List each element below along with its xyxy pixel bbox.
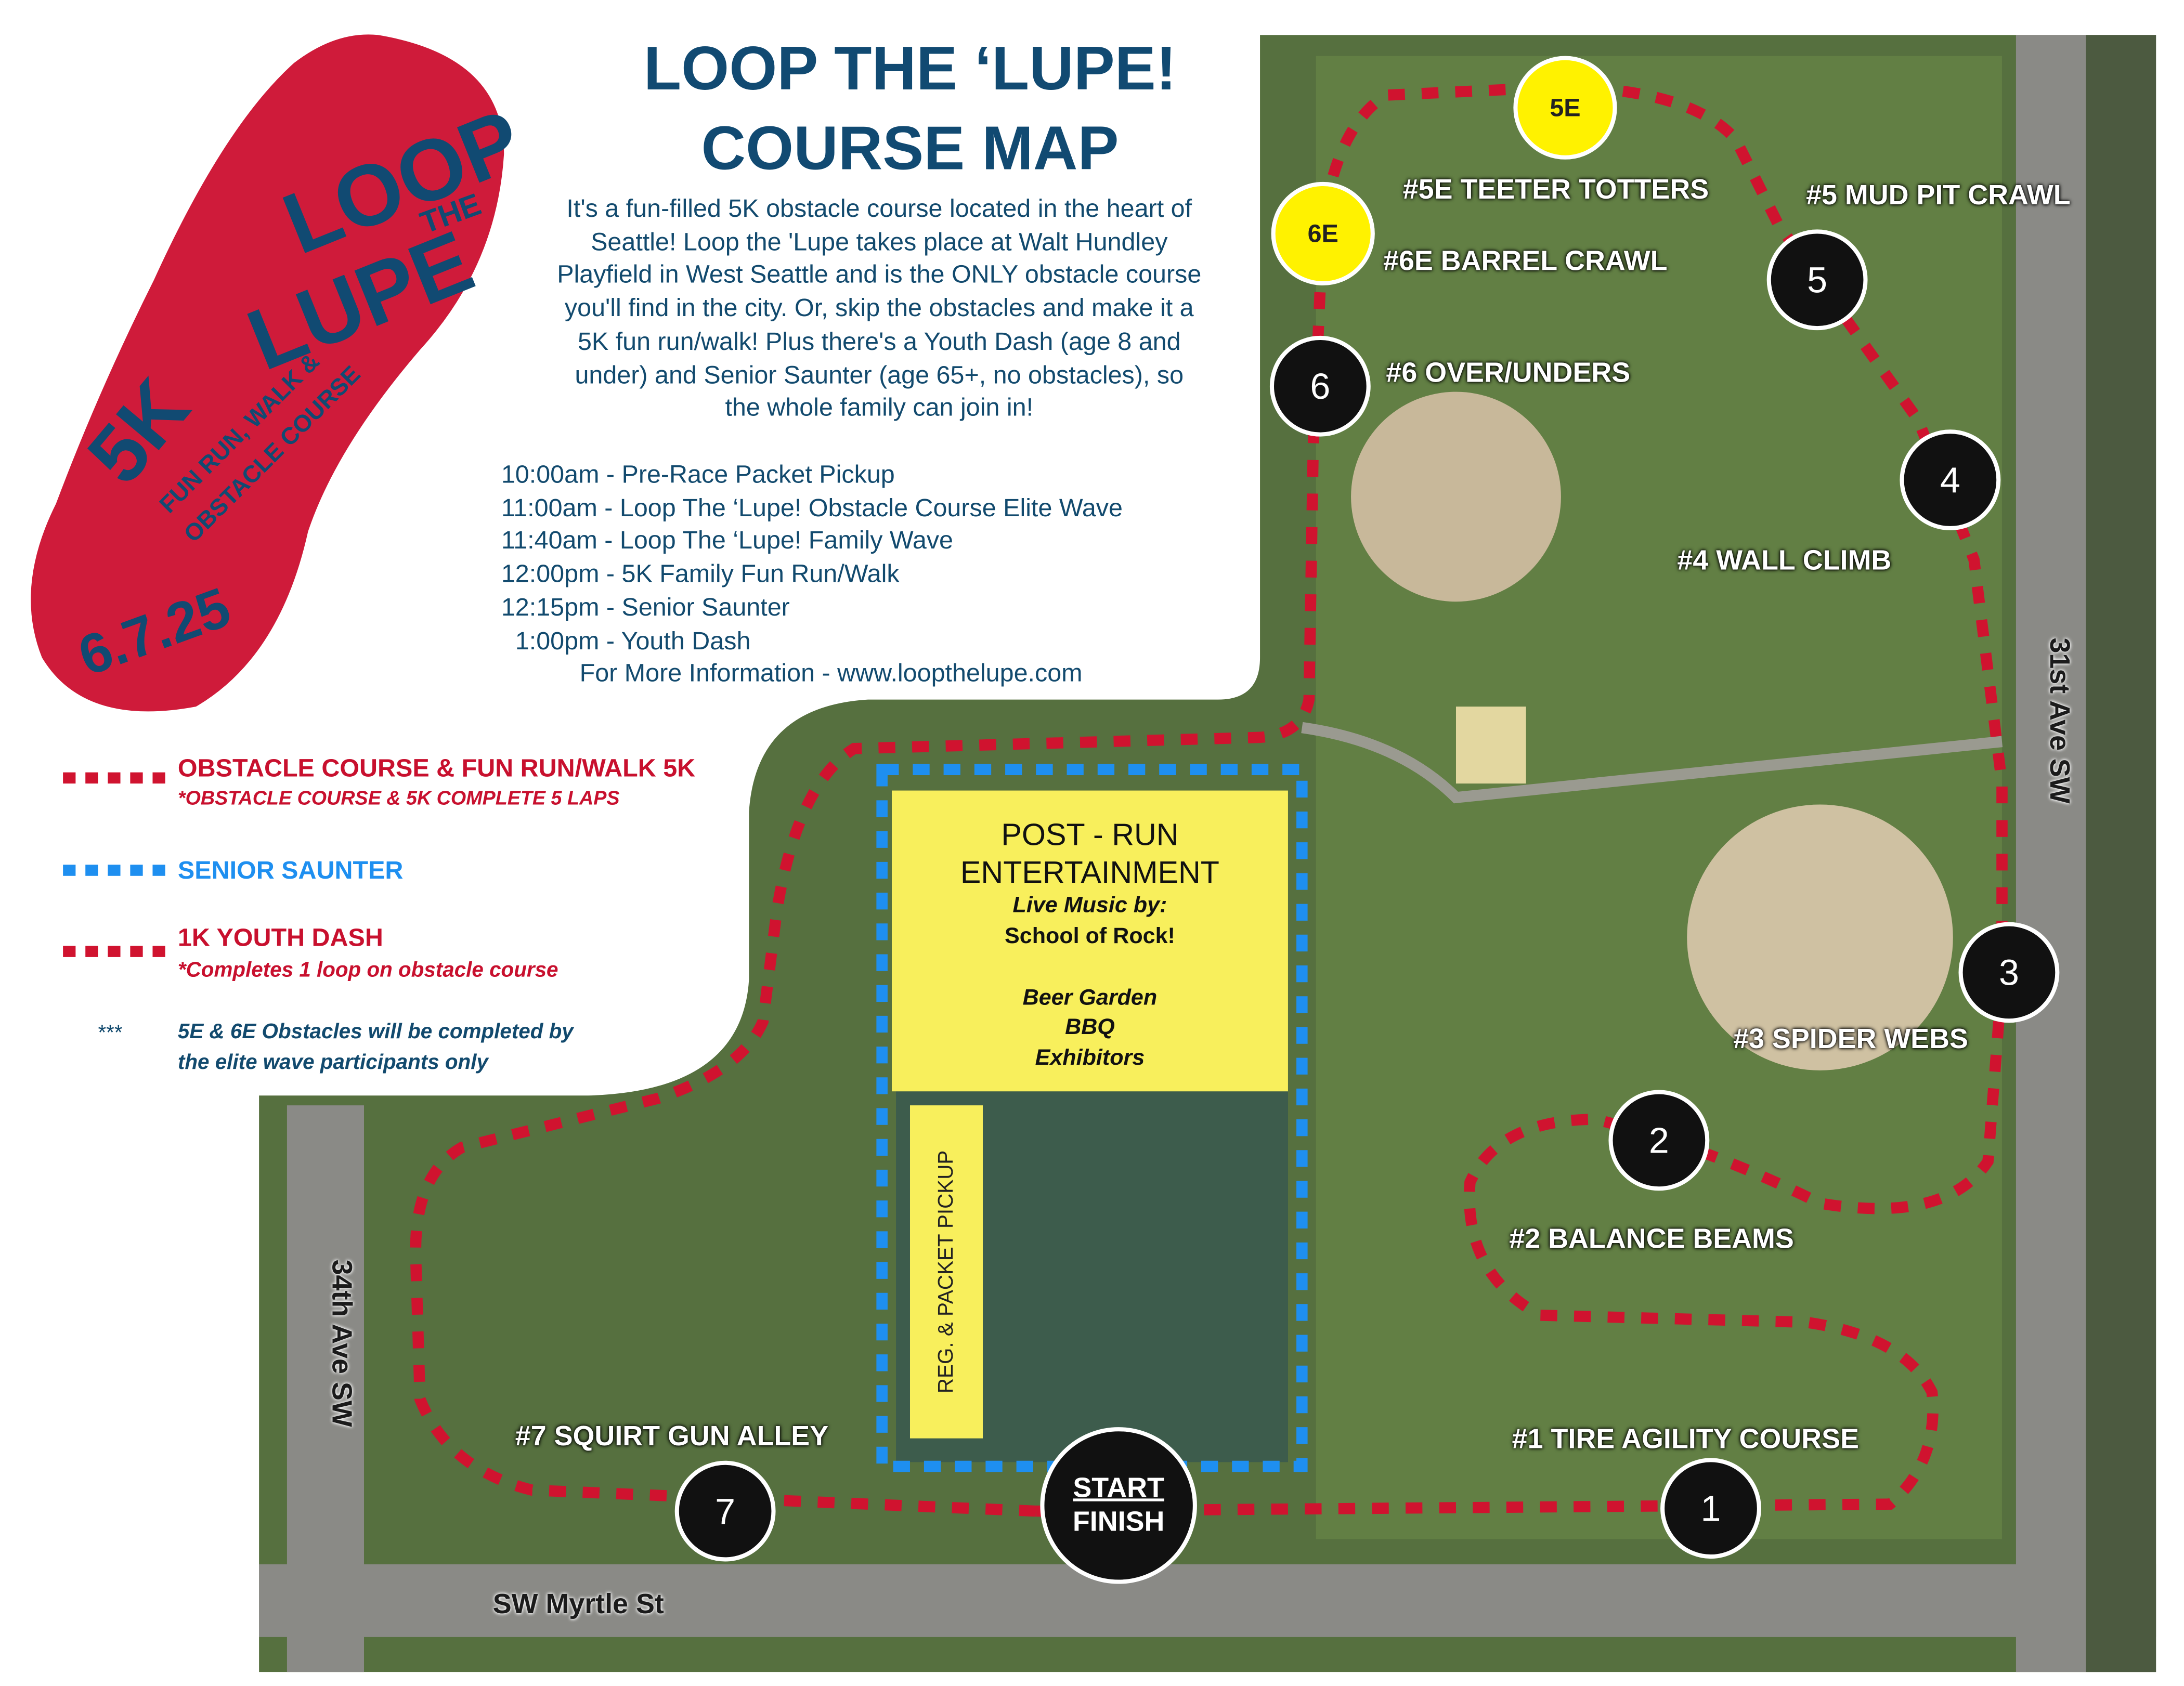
title-line1: LOOP THE ‘LUPE! xyxy=(643,35,1177,104)
shelter xyxy=(1455,707,1526,784)
legend-elite-note2: the elite wave participants only xyxy=(177,1051,488,1075)
label-6e: #6E BARREL CRAWL xyxy=(1383,246,1668,277)
street-31st: 31st Ave SW xyxy=(2043,637,2074,804)
schedule: 10:00am - Pre-Race Packet Pickup 11:00am… xyxy=(501,459,1123,691)
schedule-item: 12:15pm - Senior Saunter xyxy=(501,593,790,621)
legend-elite-note1: 5E & 6E Obstacles will be completed by xyxy=(177,1020,574,1044)
intro-line: 5K fun run/walk! Plus there's a Youth Da… xyxy=(577,327,1181,356)
schedule-item: 1:00pm - Youth Dash xyxy=(501,626,751,655)
intro-line: the whole family can join in! xyxy=(725,393,1034,422)
road-myrtle xyxy=(259,1564,2156,1637)
marker-6[interactable]: 6 xyxy=(1269,335,1371,437)
label-5: #5 MUD PIT CRAWL xyxy=(1806,180,2071,212)
label-6: #6 OVER/UNDERS xyxy=(1386,358,1631,389)
marker-2[interactable]: 2 xyxy=(1608,1090,1710,1191)
exhibitors: Exhibitors xyxy=(1035,1047,1145,1070)
live-music-band: School of Rock! xyxy=(1005,924,1175,949)
schedule-item: 12:00pm - 5K Family Fun Run/Walk xyxy=(501,559,900,588)
beer-garden: Beer Garden xyxy=(1022,986,1158,1011)
marker-3[interactable]: 3 xyxy=(1958,922,2060,1023)
logo-shoe-print xyxy=(31,34,504,712)
legend-elite-mark: *** xyxy=(98,1021,123,1045)
marker-7[interactable]: 7 xyxy=(674,1460,776,1562)
marker-5e[interactable]: 5E xyxy=(1513,56,1617,160)
label-5e: #5E TEETER TOTTERS xyxy=(1402,175,1709,206)
post-run-subtitle: ENTERTAINMENT xyxy=(960,855,1219,890)
schedule-item: 11:00am - Loop The ‘Lupe! Obstacle Cours… xyxy=(501,493,1123,522)
grass-field xyxy=(1316,56,2002,1539)
finish-label: FINISH xyxy=(1072,1507,1165,1538)
marker-6e[interactable]: 6E xyxy=(1271,181,1375,286)
bbq: BBQ xyxy=(1065,1015,1115,1040)
title-line2: COURSE MAP xyxy=(701,114,1119,184)
label-2: #2 BALANCE BEAMS xyxy=(1509,1224,1794,1256)
label-4: #4 WALL CLIMB xyxy=(1677,545,1892,577)
legend-youth-note: *Completes 1 loop on obstacle course xyxy=(177,958,558,983)
intro-line: Playfield in West Seattle and is the ONL… xyxy=(557,260,1202,289)
intro-line: under) and Senior Saunter (age 65+, no o… xyxy=(575,360,1184,388)
schedule-item: 11:40am - Loop The ‘Lupe! Family Wave xyxy=(501,527,954,555)
post-run-box xyxy=(891,790,1288,1092)
post-run-title: POST - RUN xyxy=(1001,817,1179,853)
road-34th xyxy=(287,1105,364,1672)
intro-line: you'll find in the city. Or, skip the ob… xyxy=(564,294,1194,322)
legend-youth: 1K YOUTH DASH xyxy=(177,923,383,952)
legend-obstacle-note: *OBSTACLE COURSE & 5K COMPLETE 5 LAPS xyxy=(177,786,620,809)
intro-line: It's a fun-filled 5K obstacle course loc… xyxy=(566,194,1192,223)
legend-obstacle: OBSTACLE COURSE & FUN RUN/WALK 5K xyxy=(177,754,696,782)
schedule-item: 10:00am - Pre-Race Packet Pickup xyxy=(501,460,895,489)
houses xyxy=(2086,35,2156,1672)
footpath xyxy=(1301,722,2003,804)
baseball-field-south xyxy=(1687,804,1953,1070)
street-myrtle: SW Myrtle St xyxy=(492,1589,664,1620)
label-3: #3 SPIDER WEBS xyxy=(1733,1024,1968,1055)
start-finish-marker[interactable]: START FINISH xyxy=(1040,1427,1197,1584)
marker-4[interactable]: 4 xyxy=(1900,429,2001,531)
intro-text: It's a fun-filled 5K obstacle course loc… xyxy=(490,193,1268,425)
packet-pickup-box xyxy=(909,1105,983,1439)
road-31st xyxy=(2016,35,2086,1672)
live-music-label: Live Music by: xyxy=(1012,894,1167,918)
street-34th: 34th Ave SW xyxy=(325,1259,357,1427)
legend-dots xyxy=(63,772,165,957)
label-1: #1 TIRE AGILITY COURSE xyxy=(1512,1424,1859,1455)
legend-senior: SENIOR SAUNTER xyxy=(177,856,404,884)
start-label: START xyxy=(1073,1473,1164,1505)
more-info-link[interactable]: For More Information - www.loopthelupe.c… xyxy=(579,659,1083,688)
packet-pickup-label: REG. & PACKET PICKUP xyxy=(934,1150,958,1394)
marker-5[interactable]: 5 xyxy=(1766,229,1868,331)
intro-line: Seattle! Loop the 'Lupe takes place at W… xyxy=(591,227,1168,256)
label-7: #7 SQUIRT GUN ALLEY xyxy=(515,1421,829,1453)
obstacle-route xyxy=(410,81,2008,1517)
baseball-field-north xyxy=(1351,391,1561,602)
marker-1[interactable]: 1 xyxy=(1660,1458,1761,1559)
